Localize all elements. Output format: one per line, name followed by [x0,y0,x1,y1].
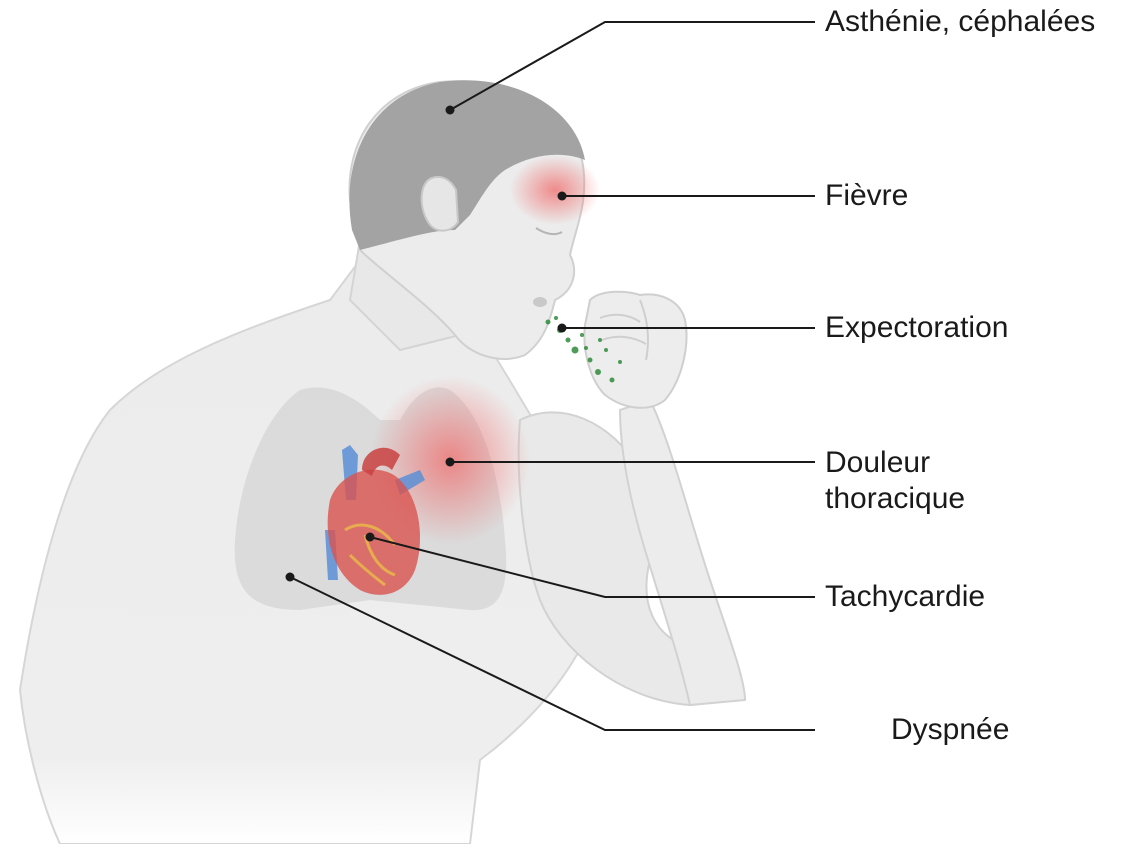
label-tachycardie: Tachycardie [825,579,985,615]
label-douleur-line1: Douleur [825,445,965,481]
label-dyspnee: Dyspnée [891,712,1009,748]
mouth [533,297,547,307]
label-asthenie: Asthénie, céphalées [825,4,1095,40]
label-fievre: Fièvre [825,178,908,214]
label-douleur-line2: thoracique [825,481,965,517]
label-expectoration: Expectoration [825,310,1008,346]
forehead-glow [510,155,600,225]
label-douleur-thoracique: Douleur thoracique [825,445,965,517]
fist-shape [584,292,686,408]
